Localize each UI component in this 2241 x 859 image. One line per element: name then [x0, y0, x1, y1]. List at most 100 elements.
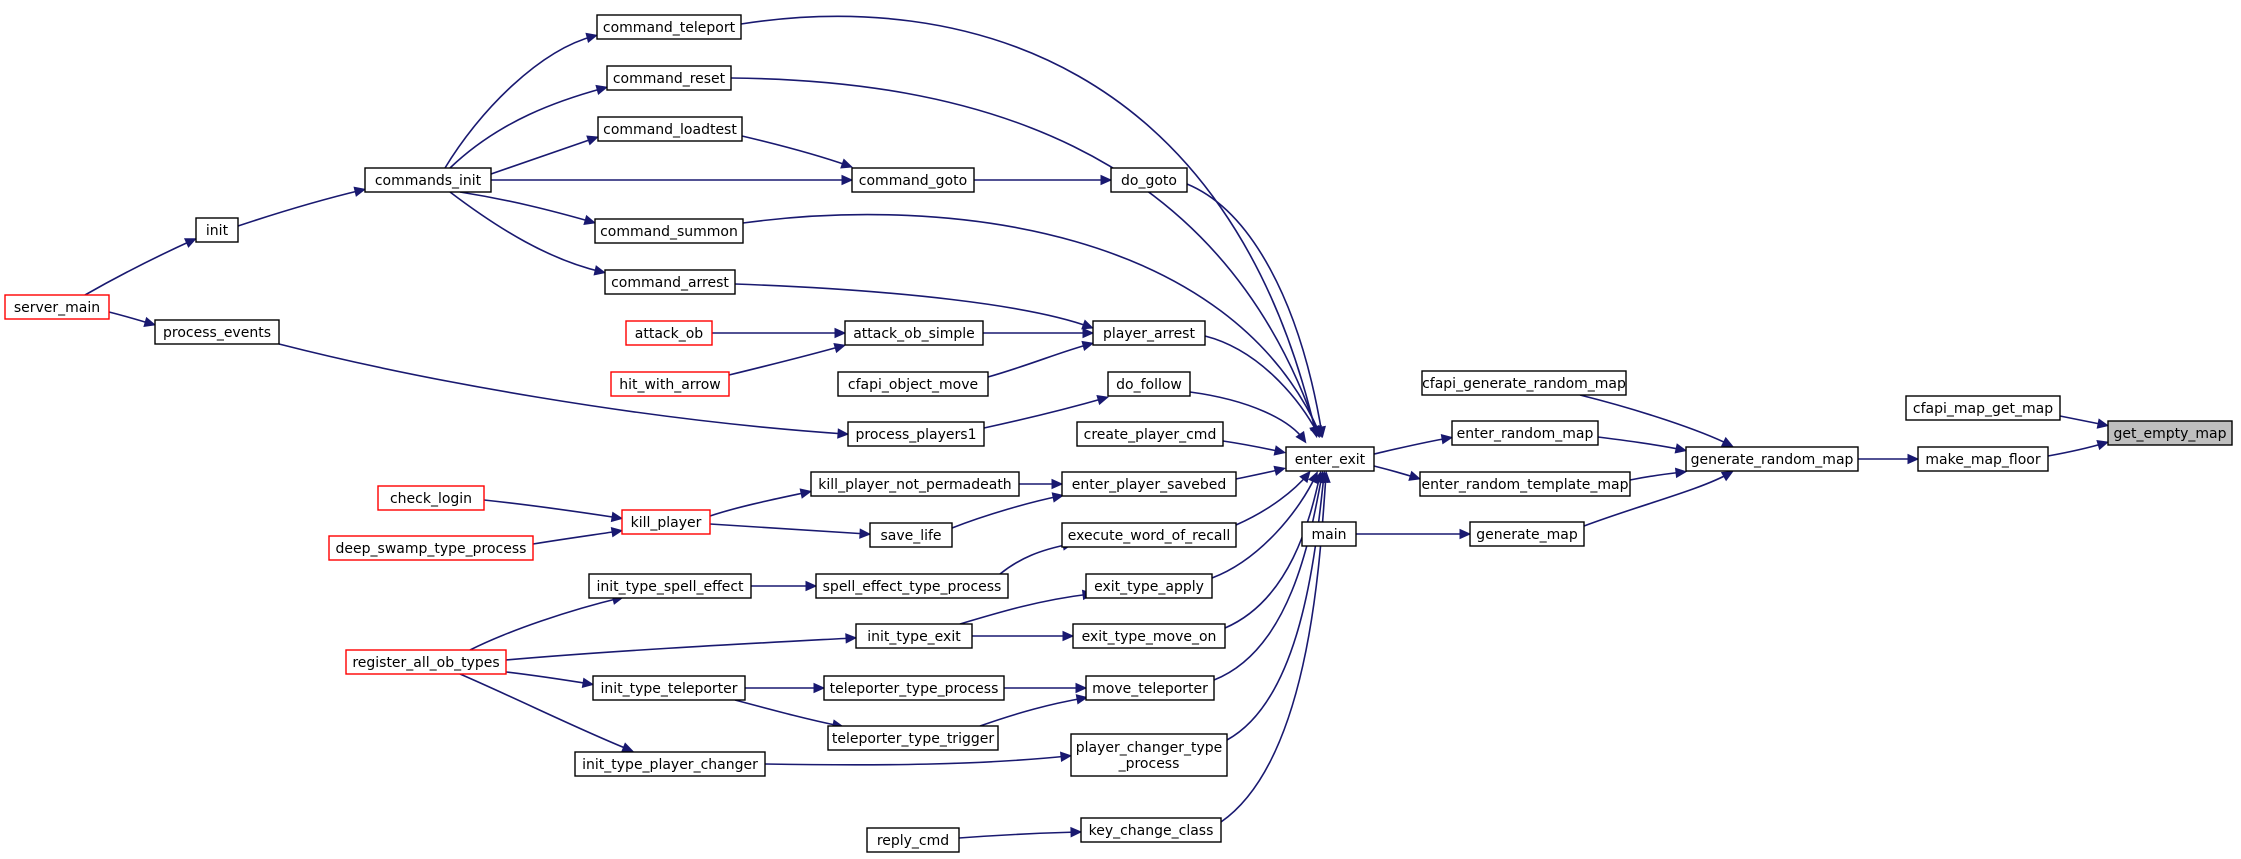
edge-commands_init-to-command_loadtest: [490, 135, 599, 175]
node-get-empty-map[interactable]: get_empty_map: [2107, 420, 2233, 446]
edge-command_summon-to-enter_exit: [742, 213, 1322, 438]
edge-command_arrest-to-player_arrest: [734, 283, 1094, 330]
node-kill-player-not-permadeath[interactable]: kill_player_not_permadeath: [810, 471, 1020, 497]
node-command-loadtest[interactable]: command_loadtest: [597, 116, 743, 142]
node-check-login[interactable]: check_login: [377, 485, 485, 511]
node-label: server_main: [14, 300, 100, 316]
node-enter-random-map[interactable]: enter_random_map: [1451, 420, 1599, 446]
node-process-events[interactable]: process_events: [154, 319, 280, 345]
edge-kill_player-to-save_life: [709, 523, 872, 539]
node-player-arrest[interactable]: player_arrest: [1092, 320, 1206, 346]
node-server-main[interactable]: server_main: [4, 294, 110, 320]
node-kill-player[interactable]: kill_player: [621, 509, 711, 535]
edge-arrowhead: [1320, 470, 1331, 483]
node-make-map-floor[interactable]: make_map_floor: [1917, 446, 2049, 472]
node-box: [345, 649, 507, 675]
node-init[interactable]: init: [195, 217, 239, 243]
node-hit-with-arrow[interactable]: hit_with_arrow: [610, 371, 730, 397]
node-box: [855, 623, 973, 649]
node-label: reply_cmd: [877, 833, 949, 849]
edge-save_life-to-enter_player_savebed: [951, 492, 1065, 529]
node-cfapi-map-get-map[interactable]: cfapi_map_get_map: [1905, 395, 2061, 421]
node-box: [1451, 420, 1599, 446]
node-save-life[interactable]: save_life: [869, 522, 953, 548]
node-command-teleport[interactable]: command_teleport: [596, 14, 742, 40]
node-box: [1285, 446, 1375, 472]
node-label: process_events: [163, 325, 271, 341]
edge-do_follow-to-enter_exit: [1189, 391, 1307, 444]
node-create-player-cmd[interactable]: create_player_cmd: [1076, 421, 1224, 447]
node-label: create_player_cmd: [1084, 427, 1217, 443]
node-label: enter_exit: [1295, 452, 1366, 468]
node-reply-cmd[interactable]: reply_cmd: [866, 827, 960, 853]
node-do-follow[interactable]: do_follow: [1107, 371, 1191, 397]
edge-arrowhead: [621, 742, 634, 753]
edge-arrowhead: [1299, 470, 1311, 484]
edge-arrowhead: [1070, 826, 1083, 838]
node-box: [377, 485, 485, 511]
node-enter-player-savebed[interactable]: enter_player_savebed: [1061, 471, 1237, 497]
node-box: [1421, 370, 1627, 396]
node-box: [1080, 817, 1222, 843]
node-move-teleporter[interactable]: move_teleporter: [1085, 675, 1215, 701]
node-box: [596, 14, 742, 40]
node-process-players1[interactable]: process_players1: [847, 421, 985, 447]
edge-init_type_spell_effect-to-spell_effect_type_process: [751, 580, 818, 592]
edge-line: [505, 637, 854, 661]
node-box: [847, 421, 985, 447]
node-exit-type-move-on[interactable]: exit_type_move_on: [1072, 623, 1226, 649]
node-spell-effect-type-process[interactable]: spell_effect_type_process: [815, 573, 1009, 599]
node-teleporter-type-process[interactable]: teleporter_type_process: [823, 675, 1005, 701]
edge-teleporter_type_process-to-move_teleporter: [1004, 682, 1088, 694]
node-deep-swamp-type-process[interactable]: deep_swamp_type_process: [328, 535, 534, 561]
edge-server_main-to-init: [84, 238, 197, 296]
edge-cfapi_map_get_map-to-get_empty_map: [2059, 415, 2110, 429]
node-exit-type-apply[interactable]: exit_type_apply: [1085, 573, 1213, 599]
edge-deep_swamp_type_process-to-kill_player: [532, 526, 624, 545]
edge-line: [449, 191, 603, 273]
node-generate-random-map[interactable]: generate_random_map: [1685, 446, 1859, 472]
node-label: teleporter_type_trigger: [832, 731, 994, 747]
node-register-all-ob-types[interactable]: register_all_ob_types: [345, 649, 507, 675]
node-teleporter-type-trigger[interactable]: teleporter_type_trigger: [827, 725, 999, 751]
node-init-type-teleporter[interactable]: init_type_teleporter: [592, 675, 746, 701]
node-attack-ob[interactable]: attack_ob: [625, 320, 713, 346]
node-label: save_life: [880, 528, 941, 544]
node-command-arrest[interactable]: command_arrest: [604, 269, 736, 295]
node-label: enter_player_savebed: [1072, 477, 1227, 493]
node-cfapi-object-move[interactable]: cfapi_object_move: [837, 371, 989, 397]
node-command-summon[interactable]: command_summon: [594, 218, 744, 244]
node-key-change-class[interactable]: key_change_class: [1080, 817, 1222, 843]
node-label: init_type_teleporter: [600, 681, 737, 697]
node-enter-exit[interactable]: enter_exit: [1285, 446, 1375, 472]
node-label: cfapi_object_move: [848, 377, 978, 393]
edge-line: [958, 831, 1079, 839]
node-label: init_type_spell_effect: [596, 579, 744, 595]
node-attack-ob-simple[interactable]: attack_ob_simple: [844, 320, 984, 346]
edge-arrowhead: [1408, 470, 1422, 481]
node-player-changer-type-process[interactable]: player_changer_type_process: [1070, 733, 1228, 777]
edge-arrowhead: [1720, 436, 1734, 447]
node-commands-init[interactable]: commands_init: [364, 167, 492, 193]
node-main[interactable]: main: [1301, 521, 1357, 547]
node-enter-random-template-map[interactable]: enter_random_template_map: [1419, 471, 1631, 497]
node-init-type-exit[interactable]: init_type_exit: [855, 623, 973, 649]
edge-arrowhead: [833, 342, 847, 354]
node-init-type-spell-effect[interactable]: init_type_spell_effect: [588, 573, 752, 599]
edge-arrowhead: [1674, 467, 1688, 479]
edge-init_type_player_changer-to-player_changer_type_process: [764, 751, 1073, 766]
node-label: player_arrest: [1103, 326, 1195, 342]
edge-line: [951, 495, 1061, 529]
node-generate-map[interactable]: generate_map: [1469, 521, 1585, 547]
node-command-reset[interactable]: command_reset: [606, 65, 732, 91]
edge-kill_player_not_permadeath-to-enter_player_savebed: [1019, 478, 1064, 490]
node-label: attack_ob: [635, 326, 704, 342]
node-box: [195, 217, 239, 243]
edge-commands_init-to-command_teleport: [444, 32, 599, 169]
node-cfapi-generate-random-map[interactable]: cfapi_generate_random_map: [1421, 370, 1627, 396]
edge-line: [1211, 474, 1317, 579]
node-init-type-player-changer[interactable]: init_type_player_changer: [574, 751, 766, 777]
node-command-goto[interactable]: command_goto: [851, 167, 975, 193]
node-execute-word-of-recall[interactable]: execute_word_of_recall: [1061, 522, 1237, 548]
node-do-goto[interactable]: do_goto: [1110, 167, 1188, 193]
